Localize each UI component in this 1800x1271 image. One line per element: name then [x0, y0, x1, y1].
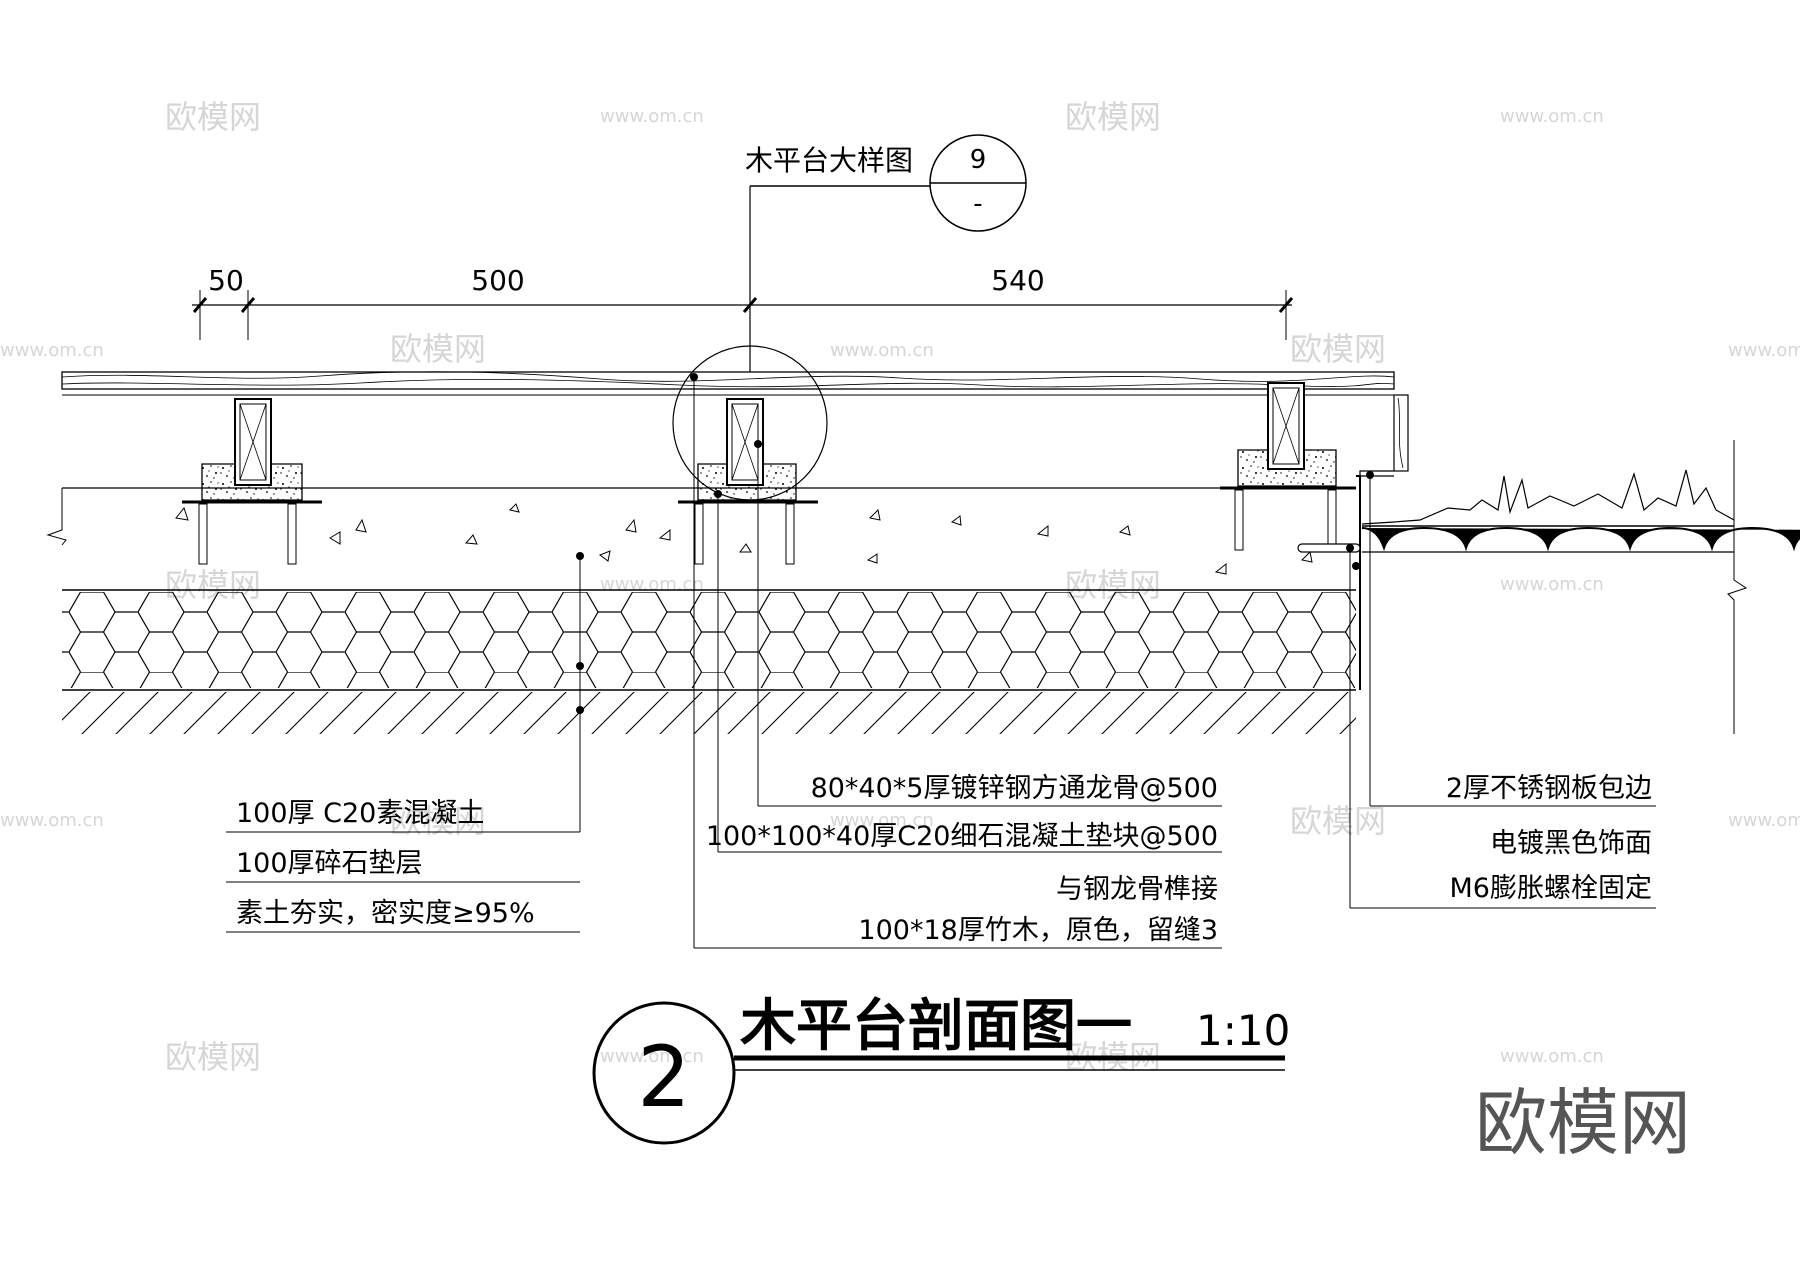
title-number-circle	[592, 1001, 736, 1145]
dimension-line: 50 500 540	[192, 264, 1294, 340]
note-bamboo-board: 100*18厚竹木，原色，留缝3	[858, 915, 1218, 946]
note-concrete-pad: 100*100*40厚C20细石混凝土垫块@500	[706, 821, 1218, 852]
title-text: 木平台剖面图一	[740, 994, 1132, 1059]
title-scale: 1:10	[1196, 1006, 1290, 1055]
watermark-url: www.om.cn	[830, 810, 934, 831]
concrete-slab	[46, 487, 1356, 591]
layer-note-concrete: 100厚 C20素混凝土	[236, 798, 484, 829]
detail-circle	[672, 345, 828, 501]
edge-trim	[1297, 440, 1800, 734]
note-black-finish: 电镀黑色饰面	[1490, 828, 1652, 859]
watermark-url: www.om.cn	[830, 340, 934, 361]
keel-support-left	[182, 398, 322, 565]
watermark-brand: 欧模网	[1290, 330, 1386, 368]
leader-lines	[226, 373, 1656, 949]
watermark-url: www.om.cn	[1728, 810, 1800, 831]
title-number: 2	[637, 1028, 690, 1126]
dimension-50: 50	[208, 264, 244, 297]
note-expansion-bolt: M6膨胀螺栓固定	[1450, 873, 1652, 904]
detail-callout-label: 木平台大样图	[745, 144, 913, 177]
detail-callout-number: 9	[970, 145, 987, 175]
note-tenon-joint: 与钢龙骨榫接	[1056, 874, 1218, 905]
watermark-url: www.om.cn	[600, 1046, 704, 1067]
right-notes: 2厚不锈钢板包边 电镀黑色饰面 M6膨胀螺栓固定	[1446, 773, 1652, 904]
drawing-title: 2 木平台剖面图一 1:10	[592, 994, 1290, 1145]
watermark-url: www.om.cn	[0, 340, 104, 361]
watermark-url: www.om.cn	[0, 810, 104, 831]
gravel-layer	[62, 592, 1356, 688]
layer-note-earth: 素土夯实，密实度≥95%	[236, 898, 535, 929]
watermark-brand: 欧模网	[165, 98, 261, 136]
middle-notes: 80*40*5厚镀锌钢方通龙骨@500 100*100*40厚C20细石混凝土垫…	[706, 773, 1218, 946]
dimension-500: 500	[471, 264, 524, 297]
watermark-brand: 欧模网	[390, 330, 486, 368]
watermark-brand: 欧模网	[390, 802, 486, 840]
layer-notes: 100厚 C20素混凝土 100厚碎石垫层 素土夯实，密实度≥95%	[236, 798, 535, 929]
detail-callout: 木平台大样图 9 -	[745, 134, 1027, 372]
layer-note-gravel: 100厚碎石垫层	[236, 848, 423, 879]
watermark-url: www.om.cn	[1500, 574, 1604, 595]
watermark-url: www.om.cn	[600, 106, 704, 127]
note-steel-trim: 2厚不锈钢板包边	[1446, 773, 1652, 804]
watermark-url: www.om.cn	[600, 574, 704, 595]
watermark-url: www.om.cn	[1500, 106, 1604, 127]
watermark-url: www.om.cn	[1728, 340, 1800, 361]
note-steel-keel: 80*40*5厚镀锌钢方通龙骨@500	[811, 773, 1218, 804]
compacted-earth	[62, 692, 1356, 734]
keel-support-right	[1220, 382, 1356, 551]
watermark-brand: 欧模网	[1290, 802, 1386, 840]
detail-callout-sheet: -	[973, 189, 982, 219]
dimension-540: 540	[991, 264, 1044, 297]
watermark-brand: 欧模网	[1065, 98, 1161, 136]
brand-logo: 欧模网	[1475, 1081, 1691, 1165]
watermark-url: www.om.cn	[1500, 1046, 1604, 1067]
watermark-brand: 欧模网	[165, 1038, 261, 1076]
